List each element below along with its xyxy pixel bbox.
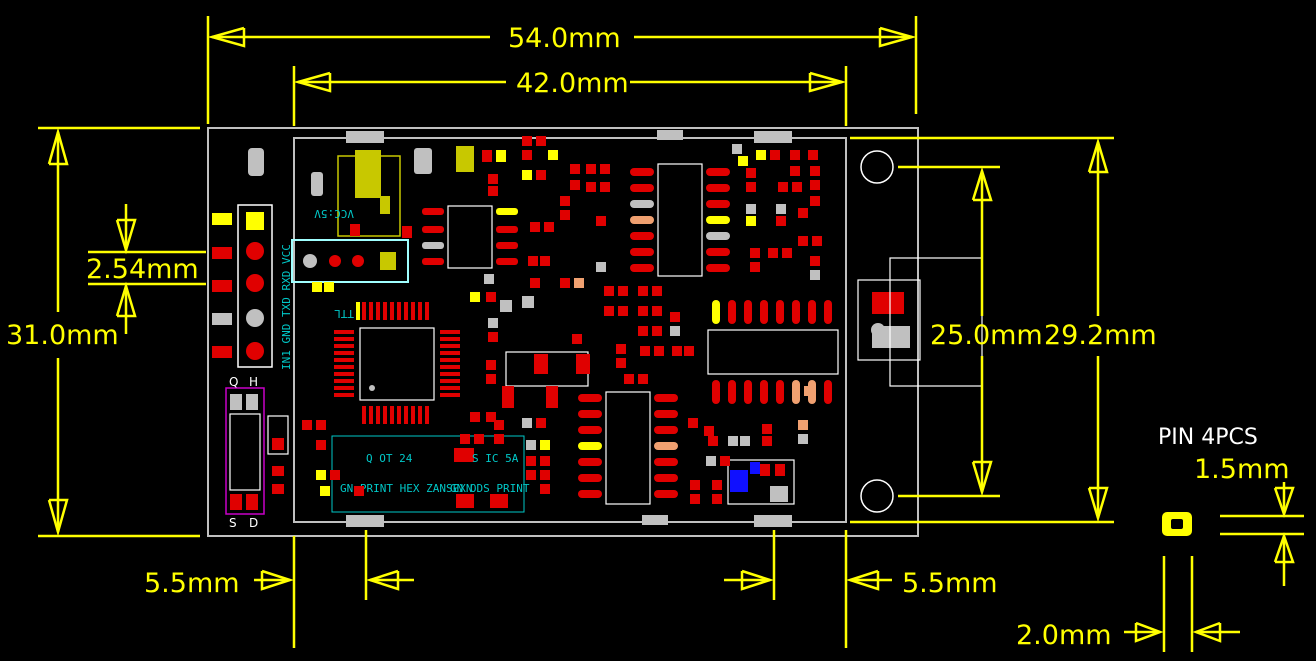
dim-pin-width: 2.0mm (1016, 620, 1112, 651)
ttl-label: TTL (334, 307, 354, 320)
dim-hole-spacing: 25.0mm (930, 320, 1043, 351)
dim-pin-height: 1.5mm (1194, 454, 1290, 485)
dim-pin-pitch: 2.54mm (86, 254, 199, 285)
components: VCC:5V TTL (291, 136, 839, 513)
dim-overall-width: 54.0mm (508, 23, 621, 54)
silk-bottom-3: Q OT 24 (366, 452, 413, 465)
switch-label-h: H (249, 375, 258, 389)
header-pin-labels: IN1 GND TXD RXD VCC (280, 244, 293, 370)
dim-inner-height: 29.2mm (1044, 320, 1157, 351)
dim-left-offset: 5.5mm (144, 568, 240, 599)
mounting-hole-top (860, 150, 894, 184)
silk-bottom-1: GN PRINT HEX ZANSEXN (340, 482, 472, 495)
dimension-lines (38, 16, 1304, 652)
pin-note: PIN 4PCS (1158, 425, 1258, 450)
silk-bottom-4: S IC 5A (472, 452, 519, 465)
vcc-label: VCC:5V (314, 207, 354, 220)
switch-label-d: D (249, 516, 258, 530)
switch-label-s: S (229, 516, 237, 530)
mode-switch: Q H S D (225, 375, 289, 530)
switch-label-q: Q (229, 375, 238, 389)
silk-bottom-2: GN ODS PRINT (450, 482, 530, 495)
pcb-board (207, 127, 983, 537)
mounting-hole-bottom (860, 479, 894, 513)
dim-right-offset: 5.5mm (902, 568, 998, 599)
dim-inner-width: 42.0mm (516, 68, 629, 99)
dim-overall-height: 31.0mm (6, 320, 119, 351)
pin-header: IN1 GND TXD RXD VCC (212, 148, 323, 370)
